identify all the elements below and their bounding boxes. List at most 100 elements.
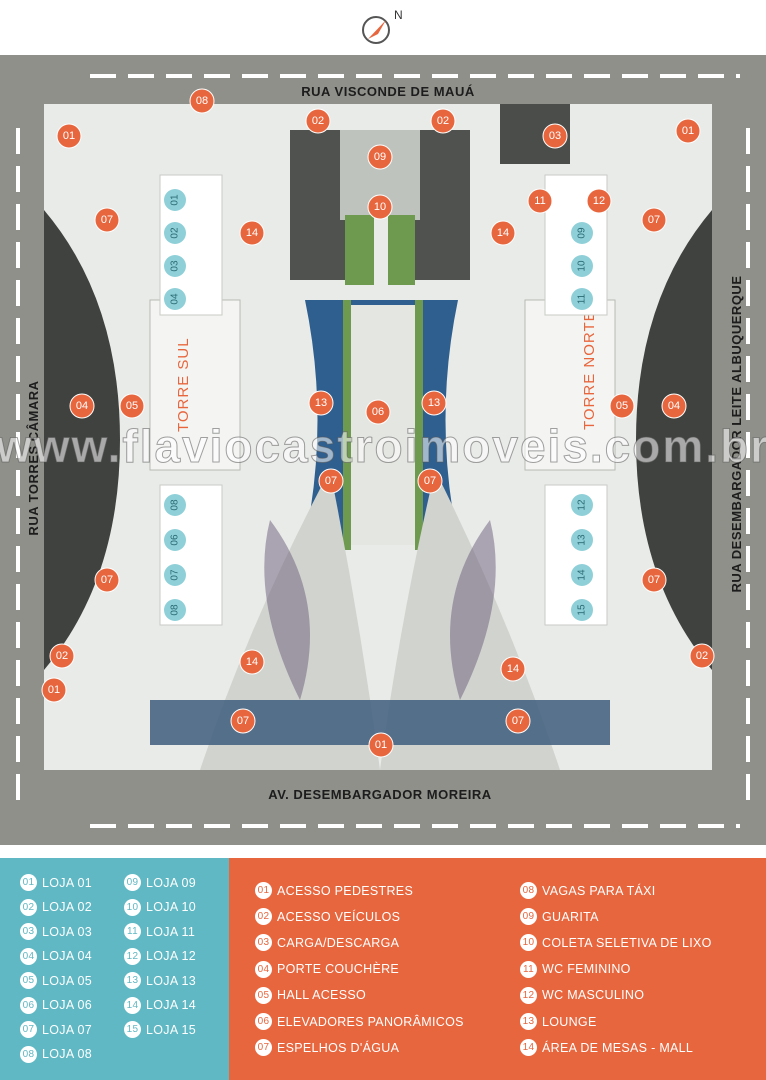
area-marker-8 — [527, 188, 553, 214]
store-badge-label: 11 — [577, 293, 588, 304]
area-marker-label: 14 — [246, 227, 258, 239]
legend-label: LOJA 03 — [42, 924, 93, 939]
legend-number-badge: 12 — [520, 986, 537, 1004]
area-marker-23 — [94, 567, 120, 593]
store-badge-right-5 — [571, 564, 593, 586]
legend-number-badge: 07 — [255, 1039, 272, 1057]
legend-label: COLETA SELETIVA DE LIXO — [542, 935, 712, 950]
area-marker-label: 02 — [312, 115, 324, 127]
legend-number-badge: 04 — [255, 960, 272, 978]
store-badge-label: 01 — [170, 194, 181, 206]
area-marker-3 — [430, 108, 456, 134]
area-marker-32 — [368, 732, 394, 758]
legend-number-badge: 13 — [520, 1013, 537, 1030]
store-badge-label: 08 — [170, 499, 181, 511]
store-badge-left-4 — [164, 494, 186, 516]
legend-label: ACESSO VEÍCULOS — [277, 909, 401, 924]
legend-label: LOJA 07 — [42, 1022, 93, 1037]
legend-number-badge: 01 — [255, 882, 272, 899]
area-marker-label: 09 — [374, 151, 386, 163]
legend-number-badge: 14 — [124, 996, 141, 1014]
legend-label: LOJA 10 — [146, 900, 197, 914]
legend-label: WC FEMININO — [542, 962, 631, 977]
area-marker-31 — [505, 708, 531, 734]
area-marker-24 — [641, 567, 667, 593]
area-marker-label: 01 — [375, 739, 387, 751]
area-marker-label: 07 — [237, 715, 249, 727]
legend-area-item: 14 ÁREA DE MESAS - MALL — [520, 1039, 694, 1057]
legend-label: ESPELHOS D'ÁGUA — [277, 1040, 400, 1055]
area-marker-4 — [542, 123, 568, 149]
legend-label: HALL ACESSO — [277, 988, 366, 1003]
legend-number-badge: 13 — [124, 972, 141, 989]
legend-label: ELEVADORES PANORÂMICOS — [277, 1014, 464, 1029]
legend-number-badge: 10 — [124, 898, 141, 916]
legend-label: LOJA 14 — [146, 998, 197, 1012]
store-badge-right-3 — [571, 494, 593, 516]
area-marker-label: 07 — [648, 214, 660, 226]
area-marker-label: 07 — [325, 475, 337, 487]
legend-loja-item: 04 LOJA 04 — [20, 947, 93, 965]
legend-label: LOJA 12 — [146, 949, 197, 963]
store-badge-left-6 — [164, 564, 186, 586]
legend-number-badge: 03 — [255, 934, 272, 952]
area-marker-18 — [308, 390, 334, 416]
store-badge-left-1 — [164, 222, 186, 244]
area-marker-label: 02 — [696, 650, 708, 662]
area-marker-15 — [119, 393, 145, 419]
area-marker-17 — [661, 393, 687, 419]
street-bottom: AV. DESEMBARGADOR MOREIRA — [268, 787, 492, 802]
area-marker-label: 06 — [372, 406, 384, 418]
legend-label: CARGA/DESCARGA — [277, 935, 400, 950]
area-marker-label: 02 — [437, 115, 449, 127]
legend-area-item: 07 ESPELHOS D'ÁGUA — [255, 1039, 400, 1057]
area-marker-label: 01 — [682, 125, 694, 137]
legend-number-badge: 04 — [20, 947, 37, 965]
store-badge-label: 10 — [577, 260, 588, 272]
area-marker-27 — [41, 677, 67, 703]
legend-number-badge: 01 — [20, 874, 37, 891]
legend-label: ÁREA DE MESAS - MALL — [542, 1040, 694, 1055]
lane-markings — [16, 74, 750, 828]
area-marker-label: 14 — [507, 663, 519, 675]
area-marker-21 — [318, 468, 344, 494]
legend-label: LOJA 06 — [42, 998, 93, 1012]
legend-loja-item: 14 LOJA 14 — [124, 996, 197, 1014]
legend-label: VAGAS PARA TÁXI — [542, 883, 656, 898]
area-marker-label: 14 — [246, 656, 258, 668]
legend-label: GUARITA — [542, 909, 599, 924]
legend-area-item: 10 COLETA SELETIVA DE LIXO — [520, 934, 712, 952]
legend-label: LOJA 05 — [42, 973, 93, 988]
north-label: N — [394, 8, 403, 22]
area-marker-0 — [189, 88, 215, 114]
area-marker-30 — [230, 708, 256, 734]
area-marker-28 — [239, 649, 265, 675]
area-marker-label: 05 — [126, 400, 138, 412]
watermark-text: www.flaviocastroimoveis.com.br — [0, 420, 766, 472]
legend-label: LOJA 04 — [42, 949, 93, 963]
area-marker-label: 07 — [648, 574, 660, 586]
legend-number-badge: 14 — [520, 1039, 537, 1057]
store-badge-left-2 — [164, 255, 186, 277]
legend-number-badge: 10 — [520, 934, 537, 952]
store-badge-label: 08 — [170, 604, 181, 616]
legend-number-badge: 11 — [124, 923, 141, 940]
area-marker-2 — [305, 108, 331, 134]
store-badge-label: 12 — [577, 499, 588, 511]
